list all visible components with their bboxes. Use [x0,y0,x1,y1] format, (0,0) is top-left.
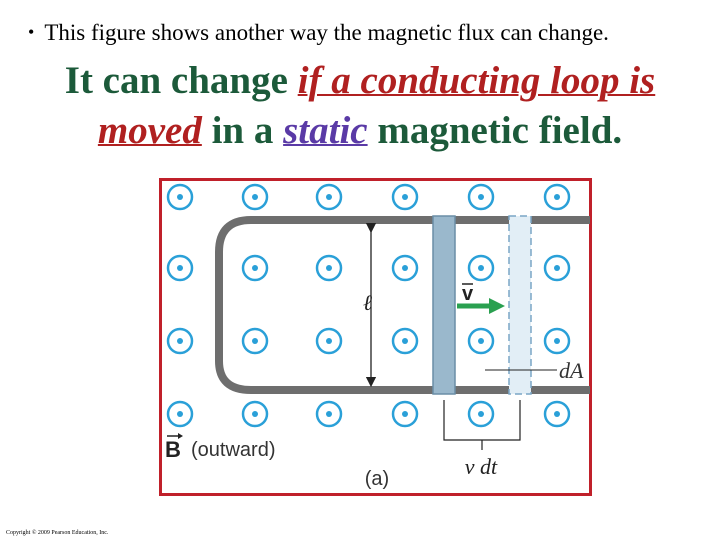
field-dot-center [402,194,408,200]
copyright-note: Copyright © 2009 Pearson Education, Inc. [6,530,109,536]
headline-part: magnetic field. [367,109,623,152]
field-dot-center [478,194,484,200]
field-dot-center [478,338,484,344]
field-symbol: B [165,437,181,462]
field-dot-center [177,338,183,344]
field-dot-center [252,338,258,344]
bullet-text: • This figure shows another way the magne… [28,20,609,46]
rod-later-position [508,215,532,395]
field-dot-center [177,194,183,200]
field-dot-center [402,265,408,271]
field-dot-center [252,194,258,200]
headline-emphasis-conducting-loop: if a conducting loop is [297,59,656,102]
headline-part: in a [201,109,284,152]
field-overbar-head [178,433,183,439]
field-dot-center [326,338,332,344]
field-dot-center [554,265,560,271]
headline-line-2: moved in a static magnetic field. [0,108,720,154]
bullet-sentence: This figure shows another way the magnet… [44,20,609,45]
field-dot-center [177,411,183,417]
field-dot-center [326,194,332,200]
field-dot-center [402,338,408,344]
field-dot-center [478,265,484,271]
headline-emphasis-static: static [283,109,368,152]
field-dot-center [554,194,560,200]
velocity-label: v [462,283,474,305]
length-label: ℓ [363,291,373,316]
field-direction-label: (outward) [191,439,275,461]
headline-part: It can change [64,59,298,102]
area-label: dA [559,358,584,383]
velocity-arrowhead [489,298,505,314]
field-dot-center [252,265,258,271]
conducting-rails [215,216,590,394]
panel-label: (a) [365,468,389,490]
field-dot-center [177,265,183,271]
headline-emphasis-moved: moved [97,109,202,152]
moving-rod-diagram: ℓ v dA v dt B (outward) (a) [159,178,592,496]
magnetic-field-dots [166,183,571,428]
field-dot-center [252,411,258,417]
headline-line-1: It can change if a conducting loop is [0,58,720,104]
field-dot-center [402,411,408,417]
sliding-rod [432,215,456,395]
field-dot-center [554,411,560,417]
field-dot-center [326,265,332,271]
field-dot-center [326,411,332,417]
field-dot-center [554,338,560,344]
field-dot-center [478,411,484,417]
bullet-marker: • [28,22,35,42]
displacement-label: v dt [465,454,498,479]
